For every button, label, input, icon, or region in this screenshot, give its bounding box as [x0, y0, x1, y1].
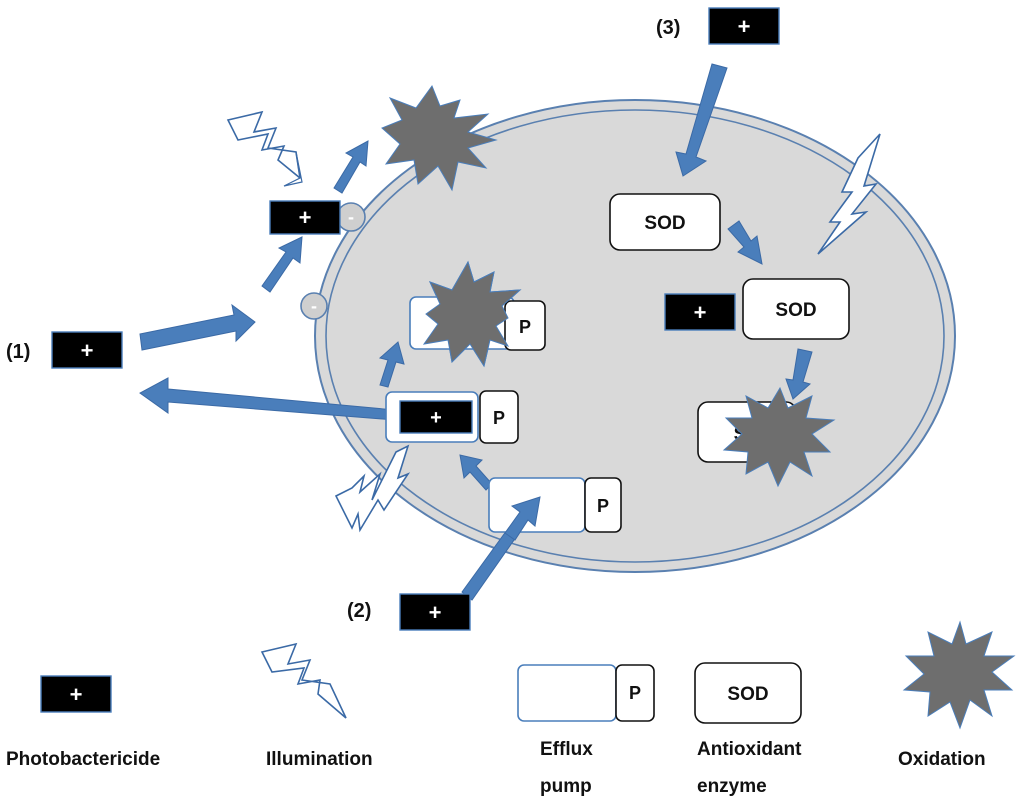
efflux-pump-bottom: P — [488, 477, 622, 533]
illumination-bolt-top — [226, 110, 303, 187]
efflux-pump-middle: + P — [385, 390, 519, 444]
oxidation-star-pump-front — [422, 260, 522, 368]
arrow-pump-up — [378, 341, 405, 388]
arrow-to-drug-top — [261, 236, 303, 293]
legend-efflux-label-line1: Efflux — [540, 739, 593, 760]
illumination-bolt-bottom — [334, 444, 411, 533]
legend-efflux-label-line2: pump — [540, 776, 592, 797]
arrow-entry-2-tip — [504, 496, 541, 541]
marker-1: (1) — [6, 341, 30, 363]
arrow-sod-star — [785, 348, 813, 400]
legend-illumination-symbol — [260, 642, 347, 719]
legend-photobactericide-symbol: + — [40, 675, 112, 713]
photobactericide-1: + — [51, 331, 123, 369]
photobactericide-2: + — [399, 593, 471, 631]
minus-sign: - — [311, 296, 317, 316]
illumination-bolt-right — [817, 133, 881, 255]
membrane-charge-left: - — [300, 292, 328, 320]
photobactericide-sod: + — [664, 293, 736, 331]
oxidation-star-sod — [722, 386, 836, 488]
arrow-entry-3 — [675, 63, 728, 177]
plus-sign: + — [738, 14, 751, 39]
legend-oxidation-label: Oxidation — [898, 749, 986, 770]
plus-sign: + — [70, 682, 83, 707]
sod-label: SOD — [775, 300, 816, 321]
legend-antioxidant-label-line2: enzyme — [697, 776, 767, 797]
pump-letter: P — [493, 408, 505, 428]
arrow-sod-down — [727, 220, 763, 265]
arrow-to-star-top — [333, 140, 369, 194]
arrow-entry-1 — [139, 303, 256, 351]
pump-letter: P — [629, 683, 641, 703]
sod-enzyme-middle: SOD — [742, 278, 850, 340]
legend-sod-symbol: SOD — [694, 662, 802, 724]
sod-label: SOD — [727, 684, 768, 705]
membrane-charge-top: - — [336, 202, 366, 232]
marker-3: (3) — [656, 17, 680, 39]
plus-sign: + — [299, 205, 312, 230]
pump-letter: P — [519, 317, 531, 337]
legend-photobactericide-label: Photobactericide — [6, 749, 160, 770]
plus-sign: + — [81, 338, 94, 363]
photobactericide-3: + — [708, 7, 780, 45]
pump-letter: P — [597, 496, 609, 516]
sod-enzyme-top: SOD — [609, 193, 721, 251]
legend-efflux-pump-symbol: P — [517, 664, 655, 722]
sod-label: SOD — [644, 213, 685, 234]
plus-sign: + — [430, 407, 442, 429]
legend: + Photobactericide Illumination P Efflux… — [6, 620, 1016, 797]
oxidation-star-membrane — [381, 84, 498, 192]
photobactericide-membrane: + — [269, 200, 341, 235]
minus-sign: - — [348, 207, 354, 227]
legend-illumination-label: Illumination — [266, 749, 373, 770]
arrow-efflux-out — [139, 377, 396, 421]
arrows — [139, 63, 813, 601]
plus-sign: + — [694, 300, 707, 325]
plus-sign: + — [429, 600, 442, 625]
legend-antioxidant-label-line1: Antioxidant — [697, 739, 802, 760]
sod-enzyme-oxidized: S — [697, 386, 836, 488]
legend-oxidation-symbol — [902, 620, 1016, 730]
marker-2: (2) — [347, 600, 371, 622]
